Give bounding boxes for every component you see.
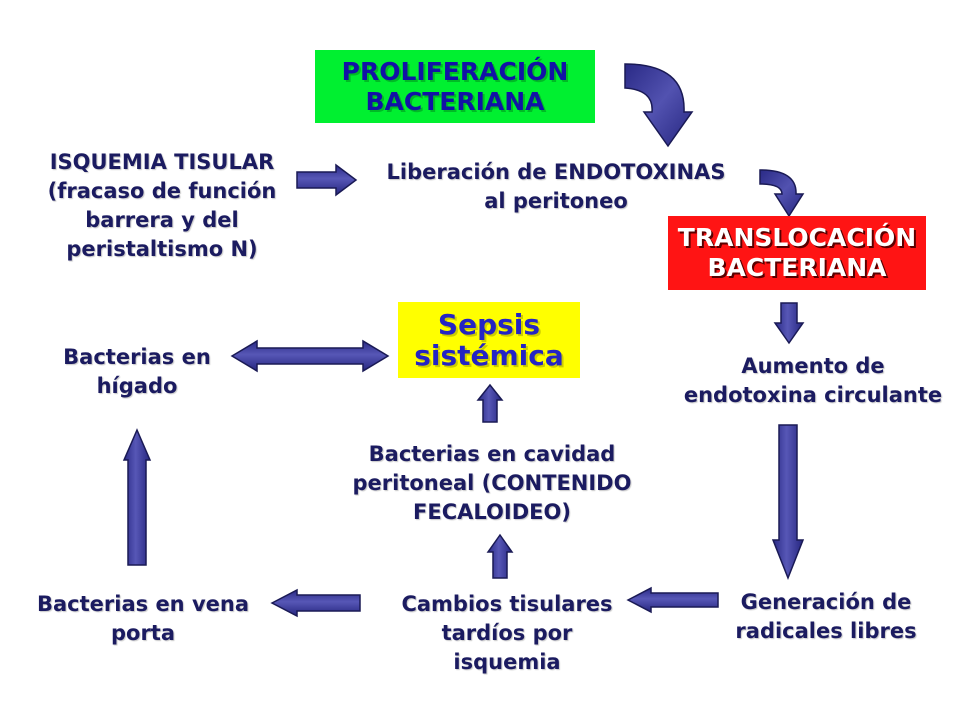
radicales-node: Generación de radicales libres bbox=[735, 590, 917, 643]
translocacion-label: TRANSLOCACIÓN BACTERIANA bbox=[677, 223, 917, 282]
arrow-radicales-to-cambios bbox=[626, 586, 719, 614]
double-arrow-higado-sepsis bbox=[230, 339, 390, 373]
sepsis-box: Sepsis sistémica bbox=[398, 302, 580, 378]
higado-node: Bacterias en hígado bbox=[63, 345, 211, 398]
arrow-cambios-to-porta bbox=[270, 588, 361, 618]
liberacion-node: Liberación de ENDOTOXINAS al peritoneo bbox=[386, 160, 726, 213]
cavidad-node: Bacterias en cavidad peritoneal (CONTENI… bbox=[352, 442, 632, 524]
cambios-node: Cambios tisulares tardíos por isquemia bbox=[401, 592, 613, 674]
arrow-cavidad-to-sepsis bbox=[476, 383, 504, 423]
arrow-isquemia-to-liberacion bbox=[296, 163, 358, 197]
arrow-aumento-to-radicales bbox=[771, 424, 805, 581]
vena-porta-node: Bacterias en vena porta bbox=[37, 592, 249, 645]
proliferacion-box: PROLIFERACIÓN BACTERIANA bbox=[315, 50, 595, 123]
isquemia-node: ISQUEMIA TISULAR (fracaso de función bar… bbox=[47, 150, 277, 261]
arrow-cambios-to-cavidad bbox=[486, 533, 514, 579]
sepsis-label: Sepsis sistémica bbox=[414, 308, 564, 372]
curved-arrow-liberacion-to-translocacion bbox=[759, 169, 805, 218]
arrow-porta-to-higado bbox=[122, 428, 152, 566]
curved-arrow-proliferacion-to-liberacion bbox=[624, 63, 694, 148]
aumento-node: Aumento de endotoxina circulante bbox=[683, 354, 943, 407]
translocacion-box: TRANSLOCACIÓN BACTERIANA bbox=[668, 216, 926, 290]
arrow-translocacion-to-aumento bbox=[773, 302, 805, 345]
proliferacion-label: PROLIFERACIÓN BACTERIANA bbox=[341, 56, 569, 116]
